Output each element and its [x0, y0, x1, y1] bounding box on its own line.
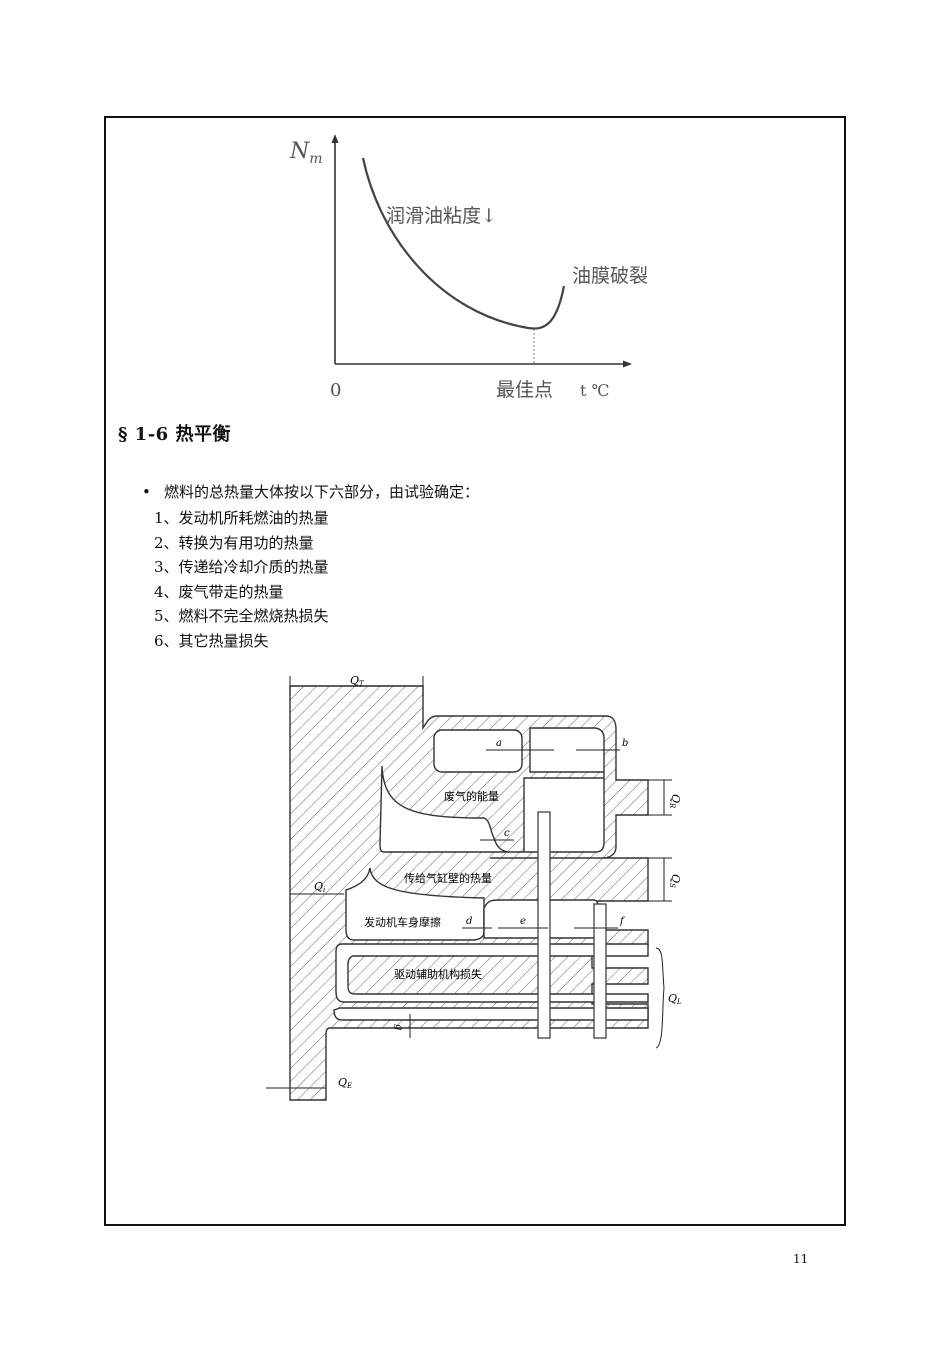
- aux-loss-region: [335, 943, 649, 1003]
- letter-e: e: [520, 916, 526, 927]
- friction-temperature-curve: Nm 0 润滑油粘度↓ 油膜破裂 最佳点 t ℃: [289, 134, 648, 401]
- heat-item-list: 1、发动机所耗燃油的热量 2、转换为有用功的热量 3、传递给冷却介质的热量 4、…: [154, 506, 329, 654]
- bullet-symbol: •: [142, 483, 151, 501]
- channel-left: [537, 811, 551, 1039]
- letter-f: f: [619, 916, 626, 927]
- intro-text: 燃料的总热量大体按以下六部分，由试验确定：: [164, 483, 480, 501]
- cylinder-wall-region: [345, 867, 485, 941]
- origin-label: 0: [330, 380, 341, 401]
- x-axis-label: t ℃: [580, 381, 609, 400]
- y-axis-label: Nm: [289, 139, 323, 167]
- qr-label: QR: [668, 794, 682, 809]
- y-axis-arrow: [331, 134, 339, 143]
- ql-brace: [655, 947, 665, 1049]
- qi-label: Qi: [314, 880, 325, 894]
- qs-label: QS: [668, 874, 682, 888]
- page-frame: [104, 116, 846, 1226]
- x-axis-arrow: [623, 360, 632, 368]
- channel-right: [593, 903, 607, 1039]
- film-rupture-label: 油膜破裂: [572, 265, 648, 287]
- list-item: 6、其它热量损失: [154, 631, 269, 650]
- letter-d: d: [466, 916, 472, 927]
- nm-curve: [361, 157, 566, 330]
- letter-a: a: [496, 738, 502, 749]
- exhaust-box-a: [433, 729, 523, 773]
- qt-label: QT: [350, 674, 365, 688]
- heat-balance-diagram: QT Qi QE QR QS QL 废气的能量 传给气缸壁的热量 发动机车身摩擦…: [266, 674, 682, 1101]
- letter-b: b: [622, 738, 628, 749]
- section-title: § 1-6 热平衡: [118, 424, 231, 445]
- ql-label: QL: [668, 992, 682, 1006]
- intro-bullet: • 燃料的总热量大体按以下六部分，由试验确定：: [142, 481, 479, 502]
- optimum-label: 最佳点: [496, 379, 553, 401]
- cylinder-label: 传给气缸壁的热量: [404, 871, 492, 885]
- exhaust-label: 废气的能量: [444, 789, 499, 803]
- list-item: 5、燃料不完全燃烧热损失: [154, 607, 329, 626]
- page-number: 11: [793, 1252, 809, 1266]
- qe-label: QE: [338, 1076, 352, 1090]
- aux-loss-label: 驱动辅助机构损失: [394, 967, 482, 981]
- list-item: 2、转换为有用功的热量: [154, 533, 314, 552]
- letter-g: g: [393, 1024, 404, 1030]
- letter-c: c: [504, 828, 510, 839]
- viscosity-label: 润滑油粘度↓: [386, 205, 497, 227]
- list-item: 4、废气带走的热量: [154, 582, 284, 601]
- friction-label: 发动机车身摩擦: [364, 915, 441, 929]
- list-item: 1、发动机所耗燃油的热量: [154, 509, 329, 527]
- list-item: 3、传递给冷却介质的热量: [154, 558, 329, 577]
